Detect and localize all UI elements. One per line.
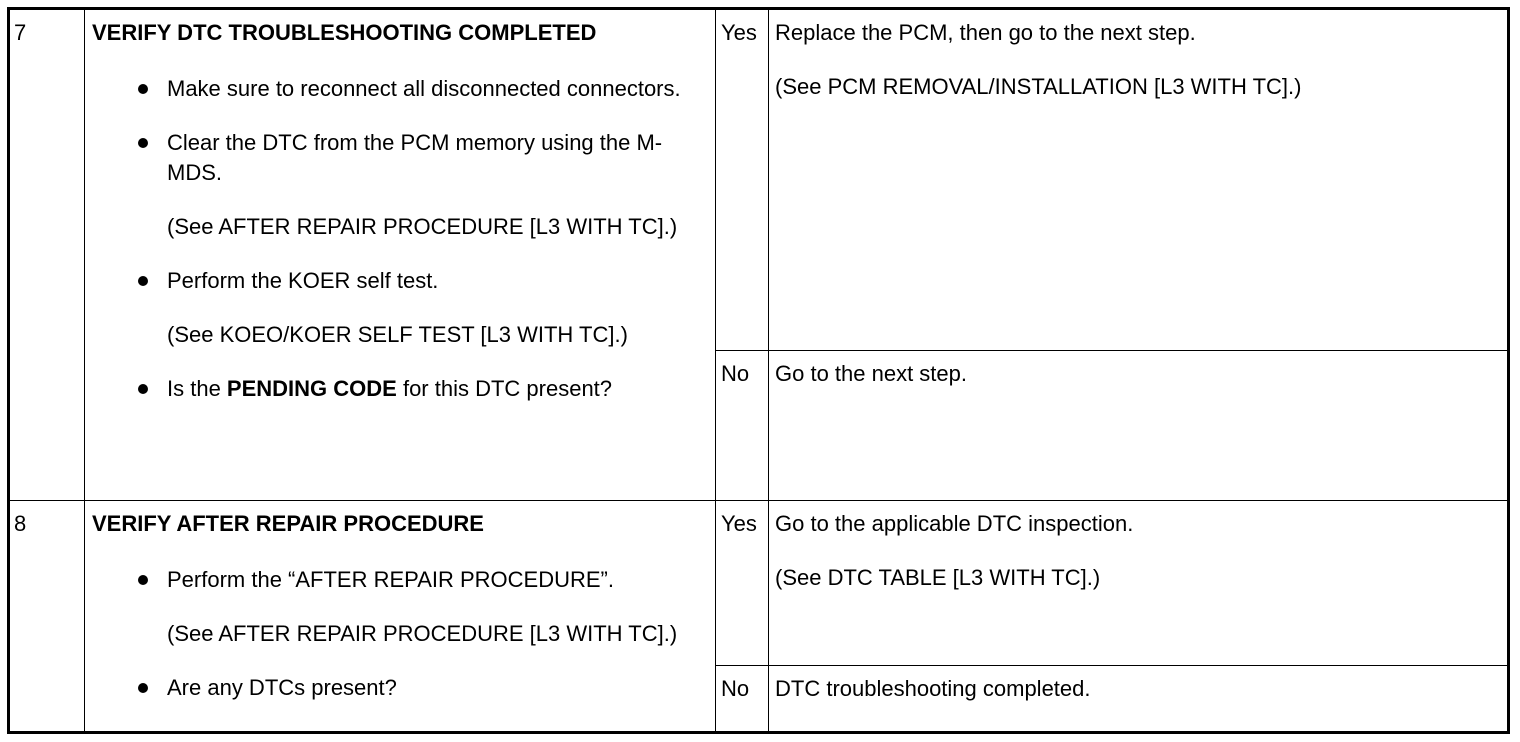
step-7-yes-action: Replace the PCM, then go to the next ste…	[768, 8, 1509, 351]
step-8-number: 8	[8, 500, 85, 733]
step-7-ref-koeo-koer: (See KOEO/KOER SELF TEST [L3 WITH TC].)	[167, 322, 628, 347]
step-7-bullet-clear-dtc: Clear the DTC from the PCM memory using …	[92, 128, 705, 188]
pending-code-emphasis: PENDING CODE	[226, 376, 397, 401]
step-8-yes-line-1: Go to the applicable DTC inspection.	[775, 511, 1134, 536]
step-7-no-line-1: Go to the next step.	[775, 361, 968, 386]
step-7-number: 7	[8, 8, 85, 501]
step-7-no-label: No	[715, 350, 769, 501]
pending-question-start: Is the	[167, 376, 227, 401]
step-8-ref-after-repair: (See AFTER REPAIR PROCEDURE [L3 WITH TC]…	[167, 621, 678, 646]
step-7-no-action: Go to the next step.	[768, 350, 1509, 501]
step-8-no-label: No	[715, 665, 769, 733]
step-8-no-row: No DTC troubleshooting completed.	[9, 665, 1509, 733]
step-8-no-line-1: DTC troubleshooting completed.	[775, 676, 1091, 701]
step-8-body: VERIFY AFTER REPAIR PROCEDURE Perform th…	[84, 500, 716, 733]
step-8-bullet-after-repair: Perform the “AFTER REPAIR PROCEDURE”.	[92, 565, 705, 595]
troubleshooting-page: 7 VERIFY DTC TROUBLESHOOTING COMPLETED M…	[7, 7, 1510, 736]
step-8-yes-row: 8 VERIFY AFTER REPAIR PROCEDURE Perform …	[8, 500, 1509, 733]
step-7-bullet-reconnect: Make sure to reconnect all disconnected …	[92, 74, 705, 104]
step-7-bullet-pending-code: Is the PENDING CODE for this DTC present…	[92, 374, 705, 404]
step-8-title: VERIFY AFTER REPAIR PROCEDURE	[92, 511, 484, 536]
step-7-yes-row: 7 VERIFY DTC TROUBLESHOOTING COMPLETED M…	[8, 8, 1509, 501]
step-7-yes-line-2: (See PCM REMOVAL/INSTALLATION [L3 WITH T…	[775, 74, 1302, 99]
step-7-ref-after-repair: (See AFTER REPAIR PROCEDURE [L3 WITH TC]…	[167, 214, 678, 239]
pending-question-end: for this DTC present?	[396, 376, 613, 401]
step-7-title: VERIFY DTC TROUBLESHOOTING COMPLETED	[92, 20, 597, 45]
step-7-yes-label: Yes	[715, 8, 769, 351]
step-8-yes-action: Go to the applicable DTC inspection. (Se…	[768, 500, 1509, 666]
step-8-no-action: DTC troubleshooting completed.	[768, 665, 1509, 733]
dtc-troubleshooting-table: 7 VERIFY DTC TROUBLESHOOTING COMPLETED M…	[7, 7, 1510, 734]
step-7-no-row: No Go to the next step.	[9, 350, 1509, 501]
step-8-bullet-dtcs-present: Are any DTCs present?	[92, 673, 705, 703]
step-7-bullet-koer-test: Perform the KOER self test.	[92, 266, 705, 296]
step-7-yes-line-1: Replace the PCM, then go to the next ste…	[775, 20, 1196, 45]
step-8-yes-label: Yes	[715, 500, 769, 666]
step-8-yes-line-2: (See DTC TABLE [L3 WITH TC].)	[775, 565, 1101, 590]
step-7-body: VERIFY DTC TROUBLESHOOTING COMPLETED Mak…	[84, 8, 716, 501]
